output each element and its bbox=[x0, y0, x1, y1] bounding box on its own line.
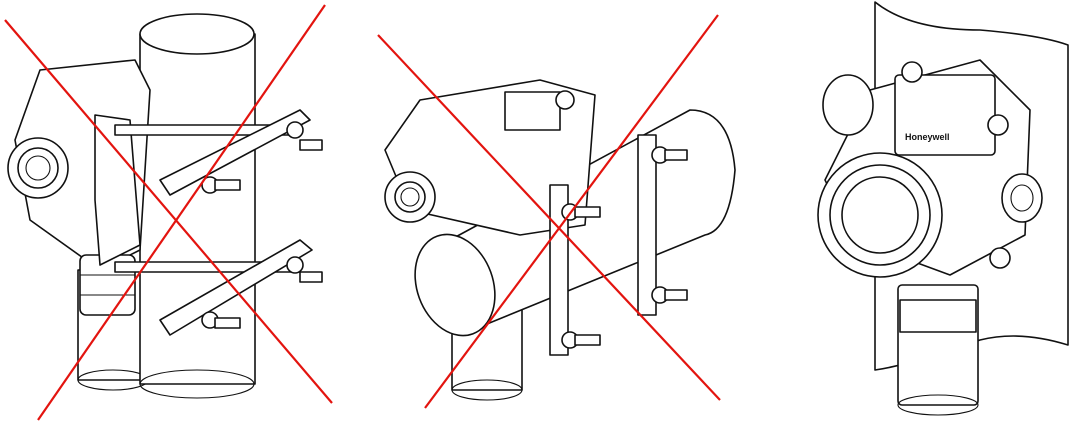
top-bolt bbox=[555, 90, 575, 110]
cross-mark-line bbox=[424, 14, 719, 409]
brand-label: Honeywell bbox=[905, 132, 950, 142]
left-port bbox=[822, 74, 874, 136]
upper-clamp-bar bbox=[159, 109, 311, 196]
upper-bolt-end bbox=[299, 139, 323, 151]
lower-back-pipe-edge bbox=[451, 379, 523, 401]
lower-clamp-bar bbox=[159, 239, 313, 336]
junction-box bbox=[504, 91, 561, 131]
sensor-outlet-edge bbox=[897, 394, 979, 416]
panel-horizontal-pipe-mount bbox=[360, 0, 740, 427]
mounting-bolt bbox=[989, 247, 1011, 269]
horizontal-pipe-mount-drawing bbox=[377, 14, 736, 409]
upper-nut-right bbox=[286, 121, 304, 139]
mounting-bolt bbox=[987, 114, 1009, 136]
bolt-end bbox=[664, 289, 688, 301]
sensor-cap bbox=[899, 299, 977, 333]
panel-wall-mount: Honeywell bbox=[800, 0, 1070, 427]
vertical-pipe bbox=[139, 33, 256, 385]
mounting-bolt bbox=[901, 61, 923, 83]
right-port bbox=[1001, 173, 1043, 223]
bolt-end bbox=[574, 334, 601, 346]
bolt-end bbox=[574, 206, 601, 218]
housing-port-thread bbox=[25, 155, 51, 181]
panel-vertical-pipe-mount bbox=[0, 0, 340, 427]
lower-bolt-end bbox=[299, 271, 323, 283]
lower-bolt-end bbox=[214, 317, 241, 329]
wall-mount-drawing: Honeywell bbox=[817, 1, 1069, 416]
housing-port-inner bbox=[394, 181, 426, 213]
housing-port-inner bbox=[17, 147, 59, 189]
upper-bolt-end bbox=[214, 179, 241, 191]
housing-port-thread bbox=[400, 187, 420, 207]
vertical-pipe-mount-drawing bbox=[4, 4, 333, 421]
clamp-bar-rear bbox=[637, 134, 657, 316]
display-window bbox=[841, 176, 919, 254]
bolt-end bbox=[664, 149, 688, 161]
junction-box bbox=[894, 74, 996, 156]
mounting-bracket bbox=[94, 114, 141, 266]
cross-mark-line bbox=[377, 34, 721, 401]
right-port-thread bbox=[1010, 184, 1034, 212]
pipe-end-opening bbox=[414, 233, 496, 337]
clamp-bar-front bbox=[549, 184, 569, 356]
cross-mark-line bbox=[37, 4, 326, 421]
pipe-top-opening bbox=[139, 13, 255, 55]
pipe-bottom-edge bbox=[139, 369, 255, 399]
cross-mark-line bbox=[4, 19, 333, 404]
lower-nut-right bbox=[286, 256, 304, 274]
